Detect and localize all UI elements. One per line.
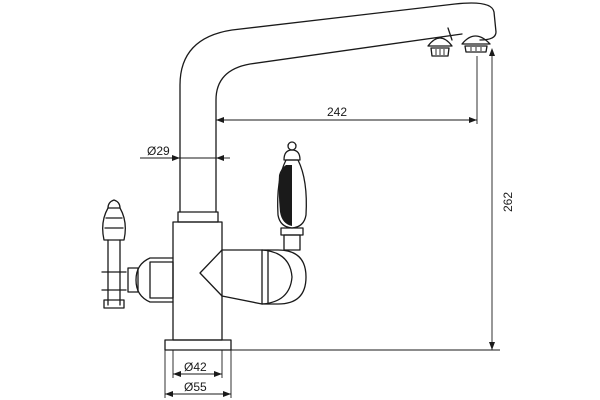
dimension-base-diameter: Ø55	[164, 350, 232, 398]
dimension-spout-reach: 242	[216, 56, 478, 124]
base-diameter-label: Ø55	[184, 380, 207, 394]
dimension-height: 262	[231, 48, 515, 351]
right-valve	[261, 141, 307, 305]
spout	[179, 2, 497, 213]
column-diameter-label: Ø29	[147, 144, 170, 158]
faucet-base	[164, 339, 232, 351]
spout-reach-label: 242	[327, 105, 347, 119]
height-label: 262	[501, 192, 515, 212]
dimension-column-diameter: Ø29	[140, 144, 230, 161]
left-valve	[101, 199, 174, 309]
spout-outlets	[427, 35, 491, 57]
body-diameter-label: Ø42	[184, 360, 207, 374]
column-collar	[177, 211, 219, 223]
faucet-body	[172, 221, 263, 341]
dimension-body-diameter: Ø42	[172, 350, 223, 378]
